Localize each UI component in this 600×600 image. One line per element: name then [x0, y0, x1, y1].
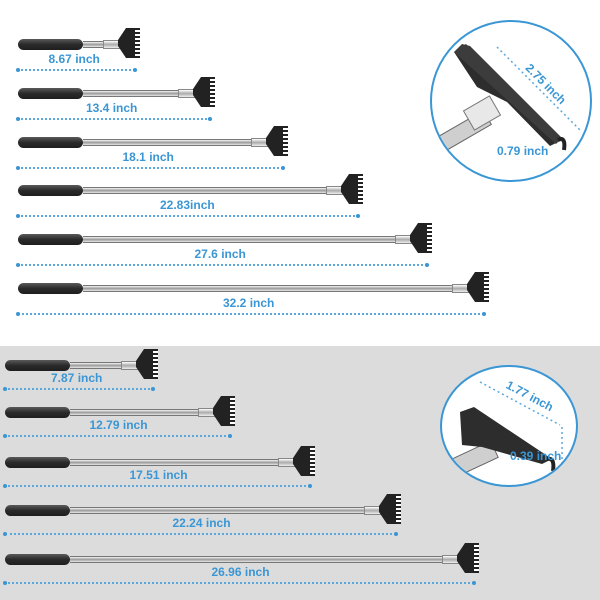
dimension-line — [16, 117, 212, 121]
rake-head-icon — [136, 349, 158, 384]
handle-grip — [18, 185, 83, 196]
rake-head-icon — [193, 77, 215, 112]
dimension-line — [16, 312, 486, 316]
telescopic-shaft — [83, 90, 180, 97]
telescopic-shaft — [70, 507, 366, 514]
telescopic-shaft — [83, 236, 397, 243]
dimension-line — [16, 166, 285, 170]
rake-head-icon — [467, 272, 489, 307]
handle-grip — [18, 88, 83, 99]
head-height-label: 0.79 inch — [497, 144, 549, 158]
telescopic-shaft — [70, 409, 200, 416]
rake-head-icon — [118, 28, 140, 63]
dimension-line — [3, 434, 232, 438]
telescopic-shaft — [70, 459, 280, 466]
handle-grip — [18, 137, 83, 148]
length-label: 13.4 inch — [86, 101, 138, 115]
length-label: 22.24 inch — [172, 516, 231, 530]
scratcher-head-closeup-icon — [442, 381, 563, 482]
telescopic-shaft — [83, 187, 328, 194]
handle-grip — [5, 360, 70, 371]
head-height-label: 0.39 inch — [510, 449, 562, 463]
dimension-line — [16, 214, 360, 218]
dimension-line — [3, 484, 312, 488]
telescopic-shaft — [70, 556, 444, 563]
handle-grip — [5, 457, 70, 468]
rake-head-icon — [341, 174, 363, 209]
length-label: 26.96 inch — [211, 565, 270, 579]
handle-grip — [5, 505, 70, 516]
length-label: 7.87 inch — [51, 371, 103, 385]
rake-head-icon — [266, 126, 288, 161]
rake-head-icon — [410, 223, 432, 258]
telescopic-shaft — [70, 362, 123, 369]
rake-head-icon — [457, 543, 479, 578]
length-label: 12.79 inch — [89, 418, 148, 432]
dimension-line — [16, 263, 429, 267]
handle-grip — [5, 407, 70, 418]
rake-head-icon — [379, 494, 401, 529]
dimension-line — [3, 581, 476, 585]
rake-head-icon — [213, 396, 235, 431]
bottom-head-detail-circle: 1.77 inch 0.39 inch — [440, 365, 578, 487]
length-label: 27.6 inch — [194, 247, 246, 261]
handle-grip — [18, 39, 83, 50]
handle-grip — [5, 554, 70, 565]
handle-grip — [18, 234, 83, 245]
telescopic-shaft — [83, 285, 454, 292]
length-label: 8.67 inch — [48, 52, 100, 66]
dimension-line — [3, 532, 398, 536]
top-head-detail-circle: 2.75 inch 0.79 inch — [430, 20, 592, 182]
telescopic-shaft — [83, 139, 253, 146]
scratcher-head-closeup-icon — [432, 44, 583, 161]
length-label: 17.51 inch — [129, 468, 188, 482]
handle-grip — [18, 283, 83, 294]
length-label: 32.2 inch — [223, 296, 275, 310]
rake-head-icon — [293, 446, 315, 481]
dimension-line — [3, 387, 155, 391]
telescopic-shaft — [83, 41, 105, 48]
length-label: 22.83inch — [160, 198, 215, 212]
length-label: 18.1 inch — [122, 150, 174, 164]
dimension-line — [16, 68, 137, 72]
